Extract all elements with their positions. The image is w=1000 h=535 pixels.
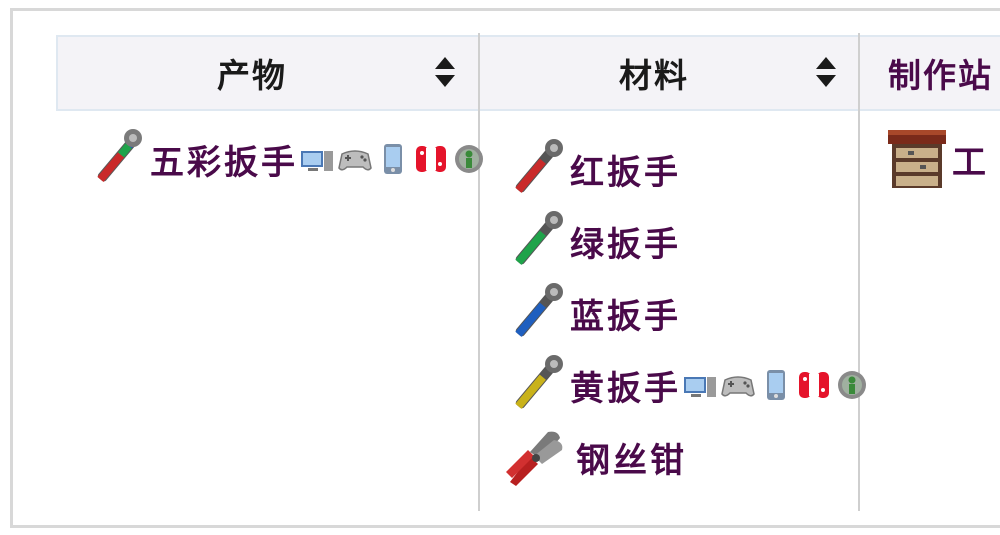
- tmodloader-icon: [838, 371, 866, 399]
- console-icon: [721, 376, 755, 397]
- column-header-stations: 制作站: [888, 35, 1000, 111]
- column-header-ingredients-label: 材料: [619, 56, 689, 95]
- mobile-icon: [767, 370, 785, 400]
- station-name[interactable]: 工: [952, 142, 989, 183]
- switch-icon: [416, 146, 446, 172]
- table-header-row: [56, 35, 1000, 111]
- column-divider: [478, 33, 480, 511]
- result-item-name[interactable]: 五彩扳手: [150, 142, 298, 183]
- yellow-wrench-icon: [515, 355, 563, 409]
- column-header-ingredients[interactable]: 材料: [480, 35, 858, 111]
- mobile-icon: [384, 144, 402, 174]
- blue-wrench-icon: [515, 283, 563, 337]
- ingredient-name[interactable]: 蓝扳手: [570, 296, 681, 337]
- ingredient-item[interactable]: 钢丝钳: [504, 426, 687, 488]
- tmodloader-icon: [455, 145, 483, 173]
- ingredient-platform-icons: [683, 368, 869, 402]
- wire-cutter-icon: [506, 431, 563, 486]
- ingredient-name[interactable]: 绿扳手: [570, 224, 681, 265]
- result-item[interactable]: 五彩扳手: [84, 128, 486, 190]
- console-icon: [338, 150, 372, 171]
- sort-icon[interactable]: [434, 55, 456, 89]
- column-header-stations-label: 制作站: [888, 56, 993, 95]
- column-header-result[interactable]: 产物: [56, 35, 478, 111]
- pc-icon: [684, 377, 716, 397]
- ingredient-item[interactable]: 绿扳手: [504, 210, 681, 272]
- ingredient-item[interactable]: 蓝扳手: [504, 282, 681, 344]
- switch-icon: [799, 372, 829, 398]
- ingredient-name[interactable]: 黄扳手: [570, 368, 681, 409]
- pc-icon: [301, 151, 333, 171]
- station-item[interactable]: 工: [886, 128, 989, 190]
- ingredient-item[interactable]: 黄扳手: [504, 354, 869, 416]
- tinkerers-workshop-icon: [888, 130, 946, 188]
- ingredient-name[interactable]: 红扳手: [570, 152, 681, 193]
- green-wrench-icon: [515, 211, 563, 265]
- column-header-result-label: 产物: [217, 56, 287, 95]
- result-platform-icons: [300, 142, 486, 176]
- multicolor-wrench-icon: [97, 129, 142, 183]
- sort-icon[interactable]: [815, 55, 837, 89]
- ingredient-name[interactable]: 钢丝钳: [576, 440, 687, 481]
- ingredient-item[interactable]: 红扳手: [504, 138, 681, 200]
- column-divider: [858, 33, 860, 511]
- red-wrench-icon: [515, 139, 563, 193]
